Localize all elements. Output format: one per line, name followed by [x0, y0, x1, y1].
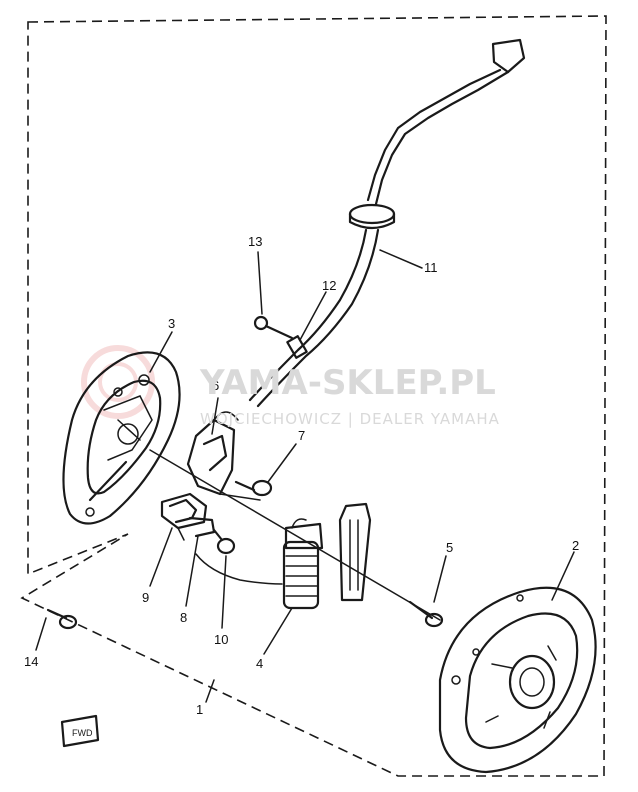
- screw-10: [212, 528, 236, 555]
- part-number-3: 3: [168, 316, 175, 331]
- lead-wire-11: [248, 38, 526, 408]
- part-number-13: 13: [248, 234, 262, 249]
- screw-13: [253, 315, 294, 340]
- watermark-subtitle: WOJCIECHOWICZ | DEALER YAMAHA: [200, 410, 500, 428]
- part-number-12: 12: [322, 278, 336, 293]
- part-number-1: 1: [196, 702, 203, 717]
- leader-lines: [35, 249, 575, 703]
- part-number-11: 11: [424, 260, 438, 275]
- pulser-coil-9: [160, 492, 208, 541]
- coil-wire: [195, 553, 283, 585]
- part-number-4: 4: [256, 656, 263, 671]
- base-plate-3: [62, 351, 181, 525]
- lighting-coil-4: [282, 518, 324, 610]
- part-number-5: 5: [446, 540, 453, 555]
- front-marker-text: FWD: [72, 728, 93, 738]
- screw-14: [46, 608, 78, 630]
- clamp-12: [286, 335, 308, 359]
- part-number-7: 7: [298, 428, 305, 443]
- flywheel-2: [438, 586, 597, 774]
- assembly-boundary: [20, 15, 607, 777]
- watermark-title: YAMA-SKLEP.PL: [199, 363, 496, 403]
- part-number-14: 14: [24, 654, 38, 669]
- part-number-2: 2: [572, 538, 579, 553]
- part-number-6: 6: [212, 378, 219, 393]
- screw-7: [234, 479, 273, 497]
- part-number-8: 8: [180, 610, 187, 625]
- front-marker: FWD: [60, 714, 100, 748]
- part-number-10: 10: [214, 632, 228, 647]
- part-number-9: 9: [142, 590, 149, 605]
- bracket: [338, 502, 372, 602]
- contact-breaker-8: [188, 516, 216, 538]
- center-line: [149, 449, 441, 621]
